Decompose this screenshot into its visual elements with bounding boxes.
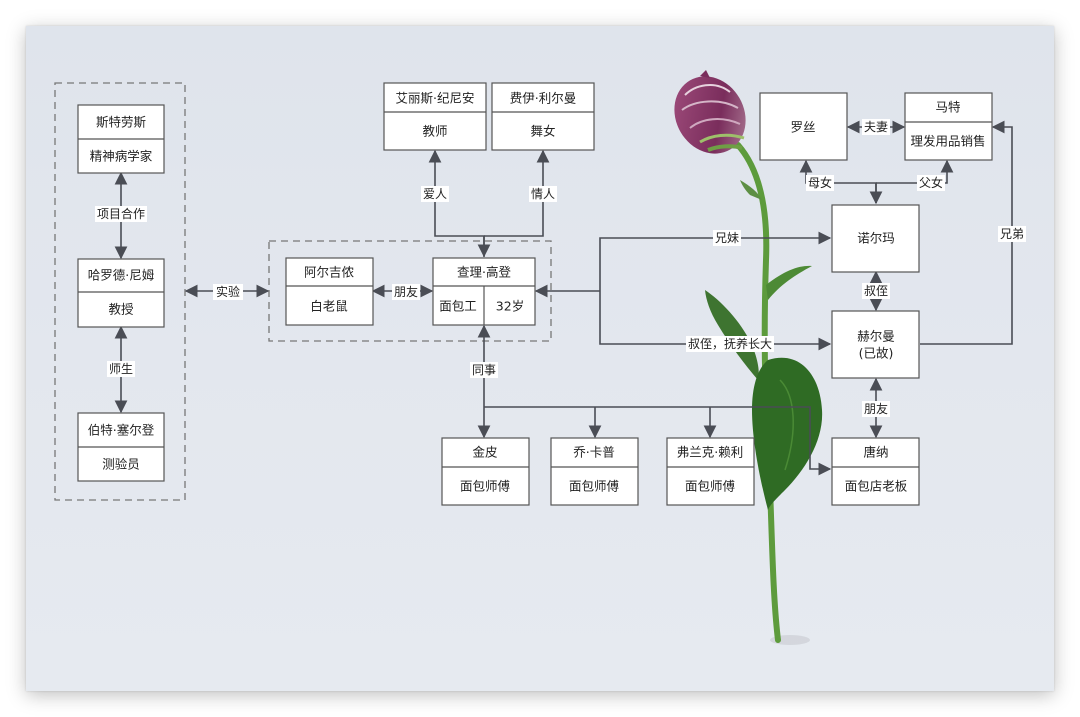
leaf-small bbox=[766, 265, 812, 300]
flower-illustration bbox=[674, 70, 823, 645]
node-labels: 斯特劳斯 精神病学家 哈罗德·尼姆 教授 伯特·塞尔登 测验员 阿尔吉侬 白老鼠… bbox=[88, 91, 986, 494]
edge-label: 实验 bbox=[216, 284, 240, 299]
node-joe[interactable] bbox=[550, 437, 639, 506]
node-name: 哈罗德·尼姆 bbox=[88, 268, 155, 283]
edge-label: 朋友 bbox=[864, 402, 888, 416]
node-name: 费伊·利尔曼 bbox=[510, 91, 576, 106]
node-matt[interactable] bbox=[904, 92, 993, 161]
node-burt[interactable] bbox=[77, 412, 165, 482]
node-role: 精神病学家 bbox=[90, 149, 153, 164]
edge-charlie-norma bbox=[599, 231, 832, 291]
node-fay[interactable] bbox=[491, 82, 595, 151]
node-role: 教授 bbox=[108, 302, 134, 317]
node-role: 舞女 bbox=[530, 124, 555, 139]
node-alice[interactable] bbox=[383, 82, 487, 151]
node-status: (已故) bbox=[859, 346, 894, 361]
edge-label: 项目合作 bbox=[97, 206, 145, 221]
node-rose[interactable] bbox=[759, 92, 848, 161]
node-name: 斯特劳斯 bbox=[96, 115, 146, 130]
node-role: 面包店老板 bbox=[845, 479, 908, 494]
node-name: 罗丝 bbox=[790, 120, 815, 135]
node-nemur[interactable] bbox=[77, 258, 165, 328]
node-age: 32岁 bbox=[496, 299, 524, 314]
edge-label: 叔侄，抚养长大 bbox=[688, 336, 772, 351]
node-role: 面包师傅 bbox=[569, 479, 620, 494]
node-name: 乔·卡普 bbox=[573, 445, 614, 460]
edge-label: 爱人 bbox=[423, 187, 447, 201]
node-name: 金皮 bbox=[472, 445, 497, 460]
leaf-left bbox=[705, 290, 759, 380]
node-herman[interactable] bbox=[831, 310, 920, 379]
node-name: 艾丽斯·纪尼安 bbox=[396, 91, 475, 106]
node-role: 面包工 bbox=[439, 299, 477, 314]
edge-charlie-donner bbox=[484, 406, 832, 476]
node-name: 唐纳 bbox=[863, 445, 888, 460]
node-name: 查理·高登 bbox=[457, 265, 511, 280]
leaf-large bbox=[752, 357, 823, 510]
node-role: 测验员 bbox=[102, 457, 140, 472]
node-gimpy[interactable] bbox=[441, 437, 530, 506]
edge-label: 父女 bbox=[919, 175, 943, 190]
node-frank[interactable] bbox=[666, 437, 755, 506]
node-strauss[interactable] bbox=[77, 104, 165, 174]
edge-label: 情人 bbox=[531, 187, 555, 201]
node-role: 理发用品销售 bbox=[910, 134, 985, 149]
leaf-tiny bbox=[740, 180, 762, 200]
edge-label: 同事 bbox=[472, 363, 496, 377]
edge-charlie-fay bbox=[484, 149, 550, 237]
edge-labels: 项目合作 师生 实验 朋友 爱人 情人 夫妻 母女 父女 兄妹 叔侄，抚养长大 … bbox=[95, 119, 1026, 417]
edge-label: 叔侄 bbox=[864, 284, 888, 298]
node-name: 弗兰克·赖利 bbox=[677, 445, 743, 460]
node-name: 伯特·塞尔登 bbox=[88, 423, 155, 438]
edge-label: 母女 bbox=[808, 175, 832, 190]
node-role: 教师 bbox=[422, 124, 447, 139]
nodes bbox=[77, 82, 993, 506]
edge-norma-matt bbox=[876, 159, 954, 184]
edge-label: 兄弟 bbox=[1000, 227, 1024, 241]
edge-label: 师生 bbox=[109, 362, 133, 376]
node-charlie[interactable] bbox=[432, 257, 536, 326]
node-algernon[interactable] bbox=[285, 257, 374, 326]
edge-label: 兄妹 bbox=[715, 231, 739, 245]
node-role: 面包师傅 bbox=[685, 479, 736, 494]
node-norma[interactable] bbox=[831, 204, 920, 273]
node-role: 面包师傅 bbox=[460, 479, 511, 494]
node-name: 赫尔曼 bbox=[857, 329, 895, 344]
node-role: 白老鼠 bbox=[310, 299, 348, 314]
node-name: 阿尔吉侬 bbox=[304, 265, 355, 280]
node-name: 诺尔玛 bbox=[857, 231, 895, 246]
node-name: 马特 bbox=[935, 100, 960, 115]
edge-label: 朋友 bbox=[394, 285, 418, 299]
flower-bud bbox=[674, 70, 746, 154]
edge-label: 夫妻 bbox=[864, 120, 888, 134]
node-donner[interactable] bbox=[831, 437, 920, 506]
